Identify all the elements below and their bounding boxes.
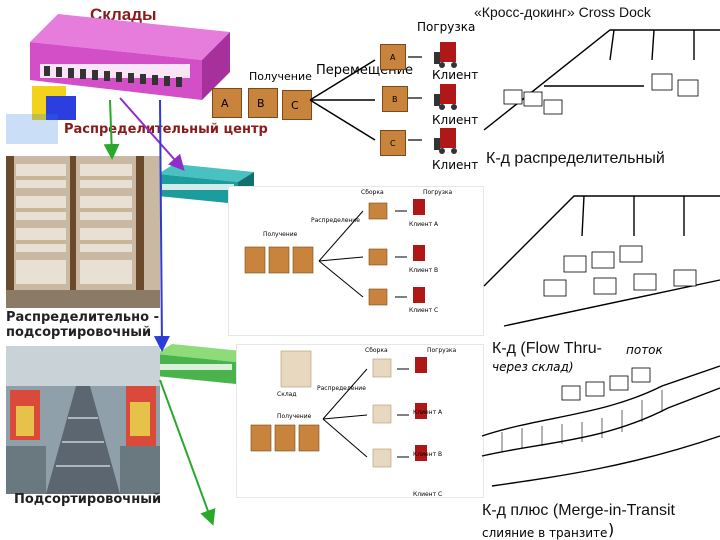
kd-merge-sub: слияние в транзите — [482, 526, 608, 540]
kd-flow-italic-1: поток — [626, 343, 663, 357]
client-label-2: Клиент — [432, 113, 479, 127]
dist-sort-label-2: подсортировочный — [6, 325, 152, 340]
mid-assembly-label: Сборка — [361, 189, 384, 196]
crossdock-distribution-sketch — [483, 195, 720, 327]
mid-client-a: Клиент A — [409, 221, 439, 228]
crossdock-flow-diagram: Сборка Погрузка Склад Получение Распреде… — [236, 344, 484, 498]
low-assembly-label: Сборка — [365, 347, 388, 354]
crossdock-distribution-diagram: Сборка Погрузка Получение Распределение … — [228, 186, 484, 336]
warehouse-racks-photo — [6, 156, 160, 308]
kd-flow-italic-2: через склад) — [492, 360, 574, 374]
large-warehouse-pink-icon — [30, 14, 230, 100]
top-flow-arrows — [309, 56, 422, 141]
low-warehouse-label: Склад — [277, 391, 297, 398]
mid-loading-label: Погрузка — [423, 189, 453, 196]
dock-box-a: A — [380, 44, 406, 70]
mid-client-c: Клиент C — [409, 307, 439, 314]
low-client-a: Клиент A — [413, 409, 443, 416]
kd-merge-label: К-д плюс (Merge-in-Transit — [482, 502, 675, 519]
low-receiving-label: Получение — [277, 413, 312, 420]
light-blue-shape — [6, 114, 58, 144]
box-a: A — [212, 88, 242, 118]
kd-flow-label: К-д (Flow Thru- — [492, 340, 602, 357]
crossdock-dock-sketch — [483, 29, 720, 131]
sorting-conveyor-photo — [6, 346, 160, 494]
kd-distribution-label: К-д распределительный — [486, 150, 665, 167]
box-b: B — [248, 88, 278, 118]
mid-client-b: Клиент B — [409, 267, 439, 274]
client-label-3: Клиент — [432, 158, 479, 172]
distribution-center-label: Распределительный центр — [64, 122, 268, 137]
dock-box-c: C — [380, 130, 406, 156]
mid-distribution-label: Распределение — [311, 217, 360, 224]
box-c: C — [282, 90, 312, 120]
dock-box-b: B — [382, 86, 408, 112]
mid-receiving-label: Получение — [263, 231, 298, 238]
dist-sort-label-1: Распределительно - — [6, 310, 159, 325]
receiving-label-top: Получение — [249, 70, 312, 83]
kd-merge-close: ) — [608, 520, 615, 539]
low-loading-label: Погрузка — [427, 347, 457, 354]
blue-square-decoration — [46, 96, 76, 120]
client-label-1: Клиент — [432, 68, 479, 82]
low-client-b: Клиент B — [413, 451, 443, 458]
forklift-icons-top — [434, 42, 457, 154]
crossdock-title: «Кросс-докинг» Cross Dock — [474, 4, 651, 20]
crossdock-flow-sketch — [481, 365, 720, 487]
sorting-label: Подсортировочный — [14, 492, 162, 507]
low-client-c: Клиент C — [413, 491, 443, 498]
loading-label-top: Погрузка — [417, 20, 476, 34]
low-distribution-label: Распределение — [317, 385, 366, 392]
